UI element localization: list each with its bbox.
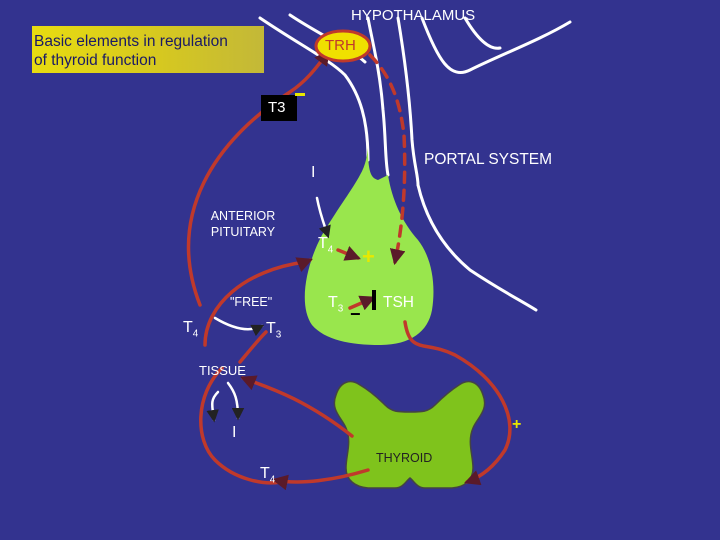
t4-bottom-label: T4 bbox=[260, 465, 276, 486]
t4-pituitary-letter: T bbox=[318, 235, 328, 252]
plus-thyroid-label: + bbox=[512, 416, 522, 433]
t3-pituitary-sub: 3 bbox=[337, 303, 344, 315]
tsh-box bbox=[378, 292, 430, 314]
plus-pituitary-label: + bbox=[362, 244, 375, 269]
thyroid-to-t4-arrow bbox=[271, 468, 370, 491]
t3-free-label: T3 bbox=[266, 320, 282, 341]
hypothalamus-left-fork bbox=[366, 16, 390, 177]
trh-label: TRH bbox=[325, 37, 356, 54]
t4-bottom-sub: 4 bbox=[269, 474, 276, 486]
thyroid-label: THYROID bbox=[376, 451, 433, 465]
i-lower-arrow bbox=[206, 390, 220, 423]
thyroid-to-tissue-arrow bbox=[240, 375, 354, 438]
title-box bbox=[32, 26, 264, 73]
t4-pituitary-sub: 4 bbox=[327, 244, 334, 256]
i-upper-label: I bbox=[311, 164, 316, 181]
t4-left-sub: 4 bbox=[192, 328, 199, 340]
t3-top-label: T3 bbox=[268, 99, 286, 116]
hypothalamus-outline bbox=[258, 13, 572, 312]
i-upper-arrow bbox=[315, 196, 331, 239]
hypothalamus-label: HYPOTHALAMUS bbox=[351, 7, 476, 24]
t4-to-plus-dashed bbox=[336, 246, 361, 261]
anterior-pituitary-label: ANTERIOR PITUITARY bbox=[210, 209, 276, 239]
tissue-down-arrow bbox=[226, 381, 245, 421]
hypothalamus-outer-left bbox=[258, 16, 370, 162]
t4-pituitary-label: T4 bbox=[318, 235, 334, 256]
t3-inhibit-bar bbox=[372, 290, 376, 310]
tissue-to-t3-arrow bbox=[238, 330, 268, 364]
t3-free-letter: T bbox=[266, 320, 276, 337]
free-label: "FREE" bbox=[230, 295, 273, 309]
minus-mark-top bbox=[295, 93, 305, 96]
t3-pituitary-label: T3 bbox=[328, 294, 344, 315]
stalk-right bbox=[416, 183, 538, 312]
trh-to-pituitary-dashed bbox=[368, 53, 407, 266]
tissue-to-t4-arrow bbox=[199, 366, 282, 485]
t3-free-arrow bbox=[213, 316, 265, 337]
hypothalamus-right-fork bbox=[420, 16, 572, 74]
t3-box bbox=[261, 95, 297, 121]
tissue-label: TISSUE bbox=[199, 363, 246, 378]
portal-system-label: PORTAL SYSTEM bbox=[424, 151, 553, 168]
tsh-label: TSH bbox=[383, 294, 414, 311]
trh-badge bbox=[314, 29, 372, 63]
i-lower-label: I bbox=[232, 424, 237, 441]
hypothalamus-center bbox=[396, 16, 420, 187]
hypothalamus-outer-right bbox=[463, 16, 502, 50]
diagram-title: Basic elements in regulation of thyroid … bbox=[34, 33, 228, 69]
t4-bottom-letter: T bbox=[260, 465, 270, 482]
tsh-to-thyroid-arrow bbox=[403, 320, 512, 486]
t3-pituitary-letter: T bbox=[328, 294, 338, 311]
t4-to-pituitary-arrow bbox=[203, 257, 313, 347]
t4-to-trh-arrow bbox=[186, 49, 330, 307]
deiodination-arrows bbox=[206, 196, 331, 423]
t4-left-label: T4 bbox=[183, 319, 199, 340]
thyroid-gland bbox=[333, 380, 486, 489]
feedback-arrows bbox=[186, 49, 512, 491]
t3-free-sub: 3 bbox=[275, 329, 282, 341]
t4-left-letter: T bbox=[183, 319, 193, 336]
t3-to-minus-arrow bbox=[348, 295, 376, 311]
dashed-paths bbox=[336, 53, 407, 266]
minus-pituitary-label: − bbox=[350, 304, 361, 324]
